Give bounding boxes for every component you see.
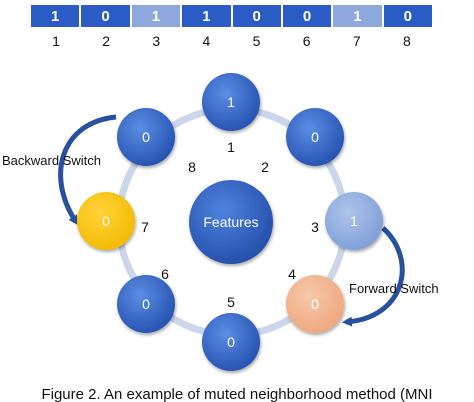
bit-index-row: 1 2 3 4 5 6 7 8 <box>31 33 432 49</box>
features-node <box>189 180 273 264</box>
backward-switch-arrow <box>58 114 117 226</box>
bit-index: 7 <box>352 33 361 49</box>
bit-cell: 1 <box>31 5 82 27</box>
ring-node-index: 8 <box>188 159 196 175</box>
ring-node-index: 2 <box>261 159 269 175</box>
ring-node-value: 0 <box>142 296 150 312</box>
bit-cell: 0 <box>282 5 334 27</box>
bit-cell: 1 <box>131 5 183 27</box>
bit-index: 1 <box>52 33 60 49</box>
bit-cell: 1 <box>182 5 233 27</box>
ring-node-value: 0 <box>311 129 319 145</box>
bit-index: 4 <box>202 33 211 49</box>
ring-node-index: 6 <box>161 266 169 282</box>
ring-node-index: 5 <box>227 294 235 310</box>
ring-node-value: 0 <box>311 296 319 312</box>
ring-node-7 <box>77 192 135 250</box>
bit-cell: 0 <box>232 5 283 27</box>
forward-switch-label: Forward Switch <box>349 281 439 296</box>
ring-node-index: 7 <box>141 219 149 235</box>
ring-node-value: 1 <box>227 94 235 110</box>
ring-node-4 <box>286 275 344 333</box>
ring-node-8 <box>117 108 175 166</box>
bit-index: 8 <box>403 33 411 49</box>
ring-node-3 <box>325 192 383 250</box>
ring-node-value: 0 <box>102 213 110 229</box>
ring-node-index: 1 <box>227 139 235 155</box>
ring-node-5 <box>202 313 260 371</box>
features-label: Features <box>203 214 258 230</box>
backward-switch-label: Backward Switch <box>2 153 101 168</box>
ring-node-value: 0 <box>227 334 235 350</box>
ring-node-index: 4 <box>288 266 296 282</box>
bit-index: 2 <box>102 33 111 49</box>
bit-cell: 0 <box>81 5 132 27</box>
bit-index: 6 <box>302 33 311 49</box>
ring-node-value: 1 <box>350 213 358 229</box>
ring-node-6 <box>117 275 175 333</box>
forward-switch-arrow <box>342 226 405 327</box>
bit-index: 3 <box>152 33 161 49</box>
ring-node-index: 3 <box>311 219 319 235</box>
ring-node-2 <box>286 108 344 166</box>
bit-cell: 1 <box>333 5 384 27</box>
ring-node-1 <box>202 73 260 131</box>
figure-caption: Figure 2. An example of muted neighborho… <box>41 388 433 402</box>
bit-index: 5 <box>252 33 261 49</box>
ring-node-value: 0 <box>142 129 150 145</box>
bit-cell: 0 <box>383 5 432 27</box>
